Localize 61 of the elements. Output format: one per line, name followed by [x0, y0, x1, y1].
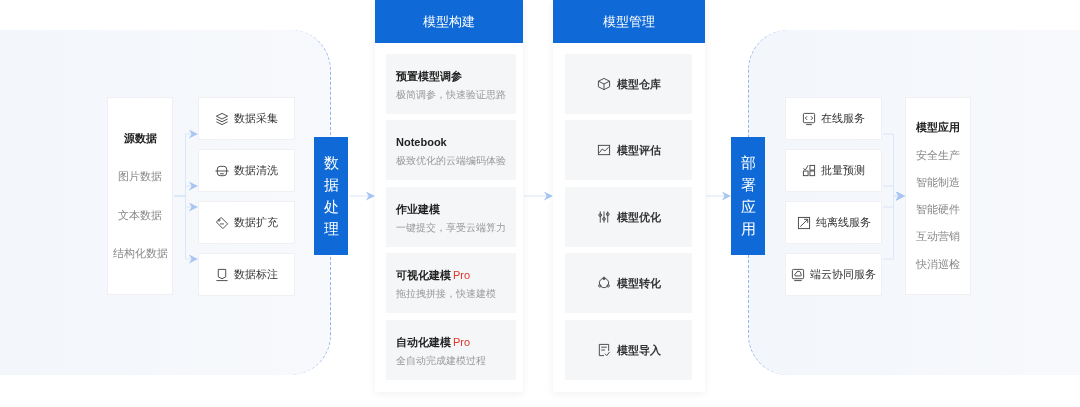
card-description: 极致优化的云端编码体验	[396, 154, 506, 168]
arrow	[348, 191, 375, 201]
arrow	[523, 191, 553, 201]
list-item: 安全生产	[916, 147, 960, 163]
card-title: 预置模型调参	[396, 70, 462, 82]
arrow	[882, 191, 905, 260]
pro-tag: Pro	[453, 336, 471, 348]
feature-label: 模型评估	[616, 142, 661, 158]
card-title: 可视化建模	[396, 269, 451, 281]
arrow	[705, 191, 731, 201]
stage-label: 数据处理	[323, 153, 339, 239]
card-title: 自动化建模	[396, 336, 451, 348]
feature-card	[565, 120, 692, 180]
feature-label: 数据标注	[234, 267, 278, 282]
list-item: 结构化数据	[112, 245, 168, 261]
feature-label: 纯离线服务	[815, 215, 871, 230]
feature-card	[565, 253, 692, 313]
list-heading: 源数据	[123, 131, 157, 147]
list-panel	[107, 97, 173, 295]
card-title: 作业建模	[396, 203, 440, 215]
feature-label: 模型导入	[616, 342, 661, 358]
list-heading: 模型应用	[916, 120, 960, 136]
list-item: 智能制造	[916, 174, 960, 190]
list-item: 图片数据	[118, 169, 162, 185]
feature-box	[785, 201, 882, 244]
column-header: 模型管理	[553, 0, 705, 43]
feature-box	[198, 253, 295, 296]
card-description: 极简调参，快速验证思路	[396, 88, 506, 102]
stage-column	[553, 0, 705, 392]
list-item: 互动营销	[916, 229, 960, 245]
feature-card	[565, 187, 692, 247]
feature-label: 批量预测	[821, 163, 865, 178]
pro-tag: Pro	[453, 269, 471, 281]
feature-box	[198, 149, 295, 192]
feature-label: 模型优化	[616, 209, 661, 225]
feature-label: 端云协同服务	[810, 267, 876, 282]
feature-label: 数据清洗	[234, 163, 278, 178]
feature-label: 模型仓库	[616, 76, 661, 92]
feature-label: 数据扩充	[234, 215, 278, 230]
stage-bar	[314, 137, 348, 255]
stage-bar	[731, 137, 765, 255]
feature-box	[785, 97, 882, 140]
feature-card	[565, 320, 692, 380]
card-title: Notebook	[396, 136, 447, 148]
feature-box	[785, 149, 882, 192]
column-header: 模型构建	[375, 0, 523, 43]
feature-label: 模型转化	[616, 275, 661, 291]
card-description: 拖拉拽拼接，快速建模	[396, 287, 496, 301]
list-item: 智能硬件	[916, 202, 960, 218]
stage-column	[375, 0, 523, 392]
feature-label: 数据采集	[234, 111, 278, 126]
feature-box	[198, 97, 295, 140]
list-panel	[905, 97, 971, 295]
list-item: 文本数据	[118, 207, 162, 223]
feature-box	[198, 201, 295, 244]
stage-label: 部署应用	[740, 153, 756, 239]
feature-label: 在线服务	[821, 111, 865, 126]
list-item: 快消巡检	[916, 256, 960, 272]
card-description: 全自动完成建模过程	[396, 354, 486, 368]
feature-card	[565, 54, 692, 114]
feature-box	[785, 253, 882, 296]
